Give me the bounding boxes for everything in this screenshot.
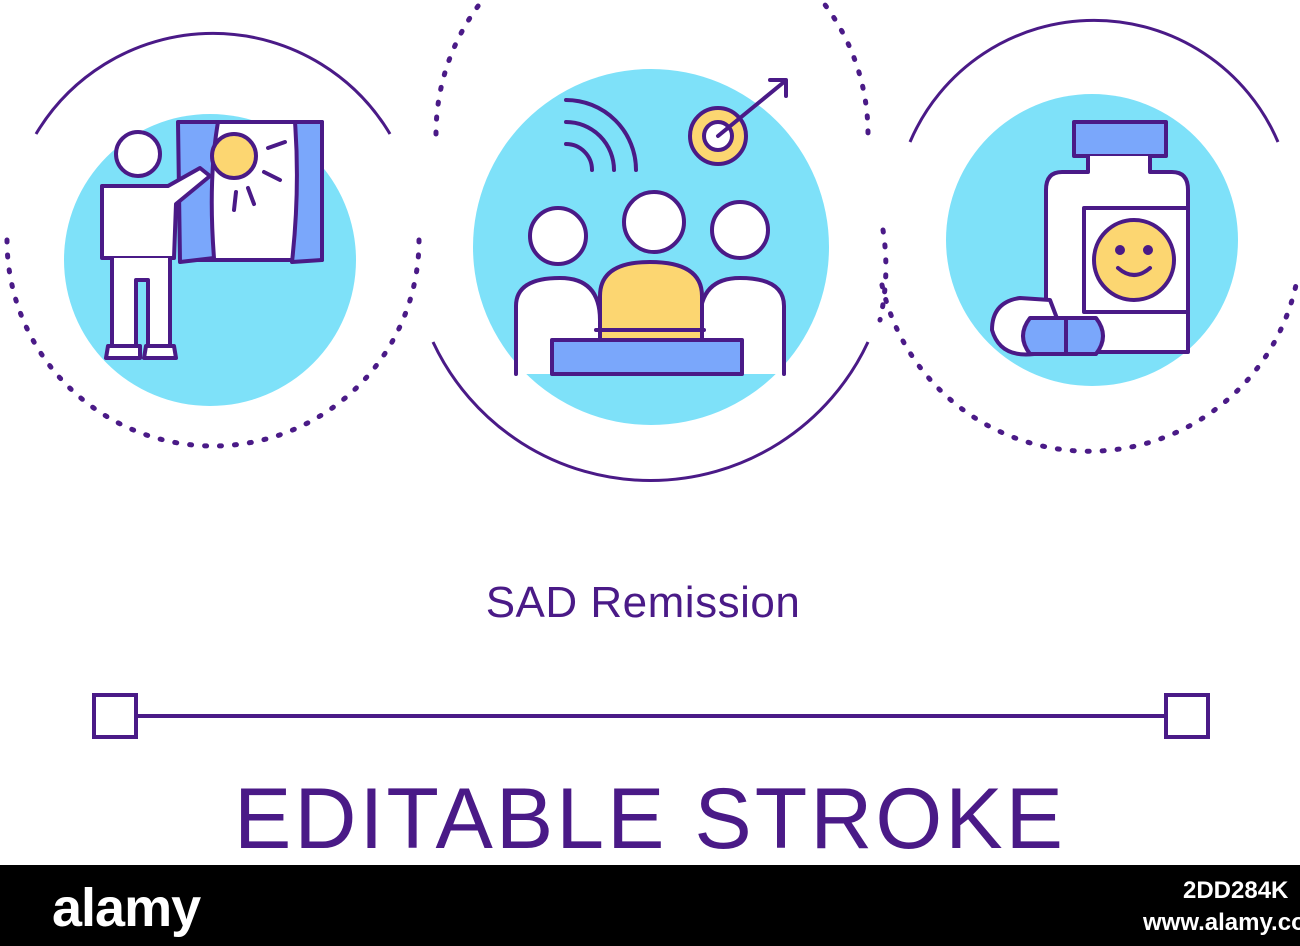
middle-dotted-arc <box>433 0 889 323</box>
middle-solid-arc <box>431 341 870 482</box>
medication-bottle-icon <box>990 120 1190 357</box>
site-url: www.alamy.com <box>1143 909 1300 936</box>
editable-stroke-line <box>92 693 1210 739</box>
right-handle <box>1164 693 1210 739</box>
right-dotted-arc <box>879 282 1299 454</box>
group-therapy-icon <box>514 78 788 376</box>
image-id: 2DD284K <box>1183 877 1289 904</box>
window-light-therapy-icon <box>100 120 324 360</box>
footer-bar: alamy 2DD284K www.alamy.com <box>0 865 1300 946</box>
alamy-logo: alamy <box>52 878 201 938</box>
concept-illustration <box>4 0 1299 739</box>
page-title: SAD Remission <box>485 578 801 627</box>
right-solid-arc <box>908 18 1280 143</box>
editable-stroke-label: EDITABLE STROKE <box>234 771 1066 867</box>
left-handle <box>92 693 138 739</box>
left-solid-arc <box>34 31 392 135</box>
